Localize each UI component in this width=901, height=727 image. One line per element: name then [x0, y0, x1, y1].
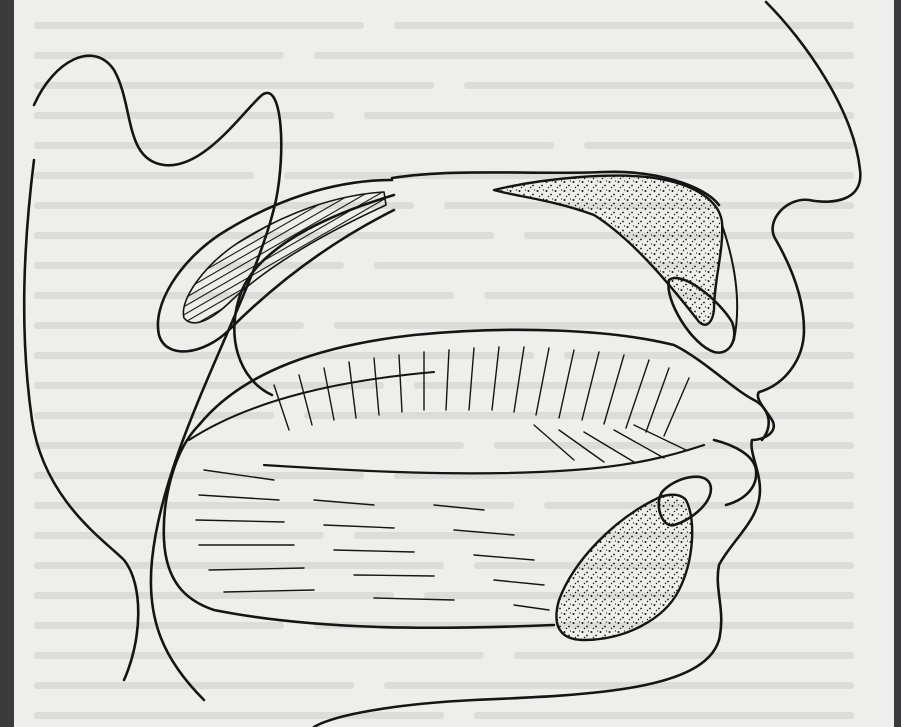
lower-lip	[714, 440, 756, 505]
pharynx-outline	[34, 56, 281, 700]
tongue-dorsum	[199, 330, 769, 440]
hard-palate-bone	[494, 176, 722, 325]
oral-cavity-roof	[234, 195, 394, 395]
neck-outline	[24, 160, 138, 680]
anatomical-drawing	[14, 0, 894, 727]
soft-palate-fill	[183, 192, 386, 323]
mandible-bone	[556, 495, 692, 640]
book-page	[14, 0, 894, 727]
